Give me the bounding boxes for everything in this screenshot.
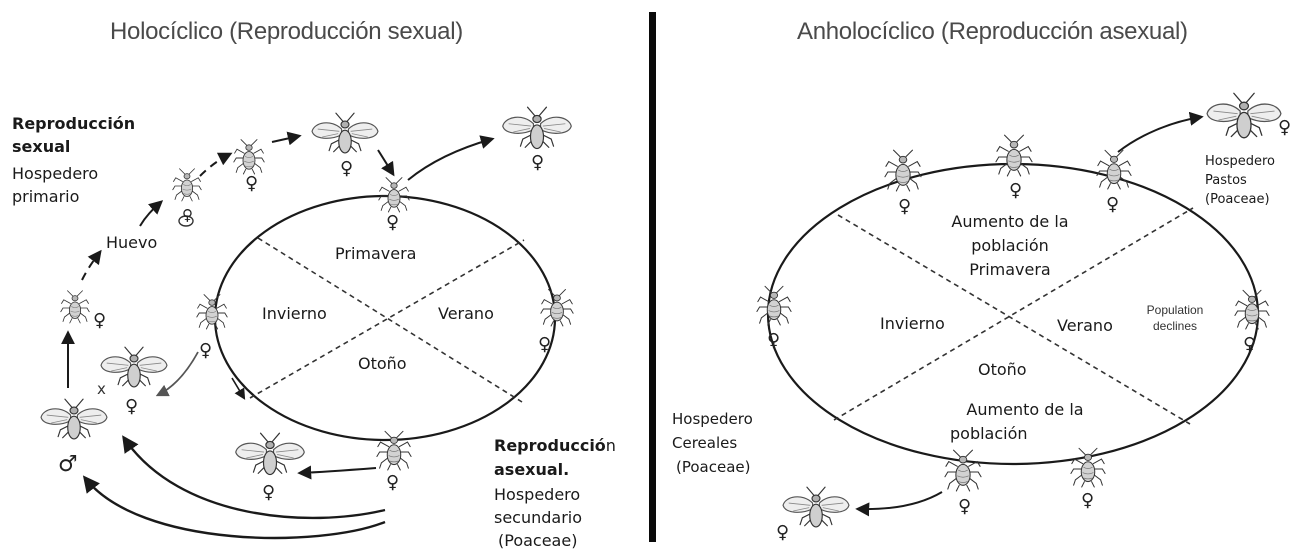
cereal-host-label-line2: Cereales (672, 434, 737, 454)
asexual-reproduction-bold: Reproducció (494, 436, 606, 455)
asexual-reproduction-tail: n (606, 436, 616, 455)
aphid-wingless-icon (1097, 150, 1131, 189)
male-symbol: ♂ (58, 452, 78, 477)
aphid-wingless-icon (173, 169, 202, 201)
female-symbol: ♀ (125, 396, 138, 417)
arrow-cycle-to-sexual-female (158, 352, 198, 395)
cereal-host-label-line1: Hospedero (672, 410, 753, 430)
population-declines-line2: declines (1140, 318, 1210, 334)
female-symbol: ♀ (958, 496, 971, 517)
asexual-reproduction-label-line1: Reproducción (494, 436, 616, 457)
egg-label: Huevo (106, 233, 157, 254)
arrow-cycle-to-migrant (408, 139, 492, 180)
population-increase-top-line2: población (925, 236, 1095, 257)
cross-symbol: x (97, 380, 106, 400)
female-symbol: ♀ (386, 472, 399, 493)
panel-divider (649, 12, 656, 542)
female-symbol: ♀ (262, 482, 275, 503)
female-symbol: ♀ (199, 340, 212, 361)
female-symbol: ♀ (1278, 117, 1291, 138)
left-autumn-label: Otoño (358, 354, 407, 375)
right-winter-label: Invierno (880, 314, 945, 335)
primary-host-label-line1: Hospedero (12, 164, 98, 185)
female-symbol: ♀ (182, 206, 193, 224)
aphid-wingless-icon (1235, 290, 1269, 329)
aphid-wingless-icon (234, 140, 264, 174)
left-spring-label: Primavera (335, 244, 416, 265)
arrow-cycle-to-grass-host (1118, 117, 1201, 152)
aphid-wingless-icon (945, 450, 981, 491)
grass-host-label-line3: (Poaceae) (1205, 191, 1270, 209)
asexual-reproduction-label-line2: asexual. (494, 460, 569, 481)
arrow-winged-to-cycle (378, 150, 393, 174)
female-symbol: ♀ (93, 310, 106, 331)
arrow-egg-to-fundatrix (140, 202, 161, 226)
aphid-winged-icon (503, 107, 572, 148)
cereal-host-label-line3: (Poaceae) (676, 458, 750, 478)
grass-host-label-line2: Pastos (1205, 172, 1247, 190)
female-symbol: ♀ (776, 522, 789, 543)
female-symbol: ♀ (386, 212, 399, 233)
population-increase-bottom-line1: Aumento de la (950, 400, 1100, 421)
aphid-winged-icon (101, 347, 167, 387)
left-title: Holocíclico (Reproducción sexual) (110, 18, 463, 46)
female-symbol: ♀ (898, 196, 911, 217)
right-summer-label: Verano (1057, 316, 1113, 337)
secondary-host-label-line2: secundario (494, 508, 582, 529)
secondary-host-label-line1: Hospedero (494, 485, 580, 506)
right-autumn-label: Otoño (978, 360, 1027, 381)
sexual-reproduction-label-line2: sexual (12, 137, 70, 158)
aphid-winged-icon (236, 433, 305, 474)
arrow-fundatrix-to-nymph (200, 154, 230, 176)
population-increase-bottom-line2: población (950, 424, 1072, 445)
aphid-wingless-icon (61, 291, 90, 323)
female-symbol: ♀ (1081, 490, 1094, 511)
female-symbol: ♀ (245, 173, 258, 194)
arrow-cycle-to-winged-bottom (858, 492, 942, 509)
female-symbol: ♀ (767, 330, 780, 351)
right-spring-label: Primavera (925, 260, 1095, 281)
secondary-host-label-line3: (Poaceae) (498, 531, 577, 552)
female-symbol: ♀ (1243, 334, 1256, 355)
sexual-reproduction-label-line1: Reproducción (12, 114, 135, 135)
population-declines-line1: Population (1140, 302, 1210, 318)
aphid-wingless-icon (541, 289, 573, 326)
aphid-wingless-icon (197, 295, 227, 329)
arrow-to-egg (82, 252, 100, 280)
aphid-winged-icon (783, 487, 849, 527)
aphid-wingless-icon (379, 178, 409, 212)
aphid-winged-icon (41, 399, 107, 439)
right-title: Anholocíclico (Reproducción asexual) (797, 18, 1188, 46)
aphid-winged-icon (1207, 93, 1281, 138)
aphid-wingless-icon (377, 431, 411, 470)
population-increase-top-line1: Aumento de la (925, 212, 1095, 233)
left-summer-label: Verano (438, 304, 494, 325)
left-winter-label: Invierno (262, 304, 327, 325)
arrow-asexual-to-winged (300, 468, 376, 473)
grass-host-label-line1: Hospedero (1205, 153, 1275, 171)
population-declines-label: Population declines (1140, 302, 1210, 334)
female-symbol: ♀ (1106, 194, 1119, 215)
female-symbol: ♀ (1009, 180, 1022, 201)
primary-host-label-line2: primario (12, 187, 79, 208)
female-symbol: ♀ (538, 334, 551, 355)
aphid-winged-icon (312, 113, 378, 153)
arrow-nymph-to-winged (272, 136, 299, 142)
female-symbol: ♀ (531, 152, 544, 173)
aphid-wingless-icon (996, 135, 1032, 176)
aphid-wingless-icon (757, 286, 791, 325)
female-symbol: ♀ (340, 158, 353, 179)
